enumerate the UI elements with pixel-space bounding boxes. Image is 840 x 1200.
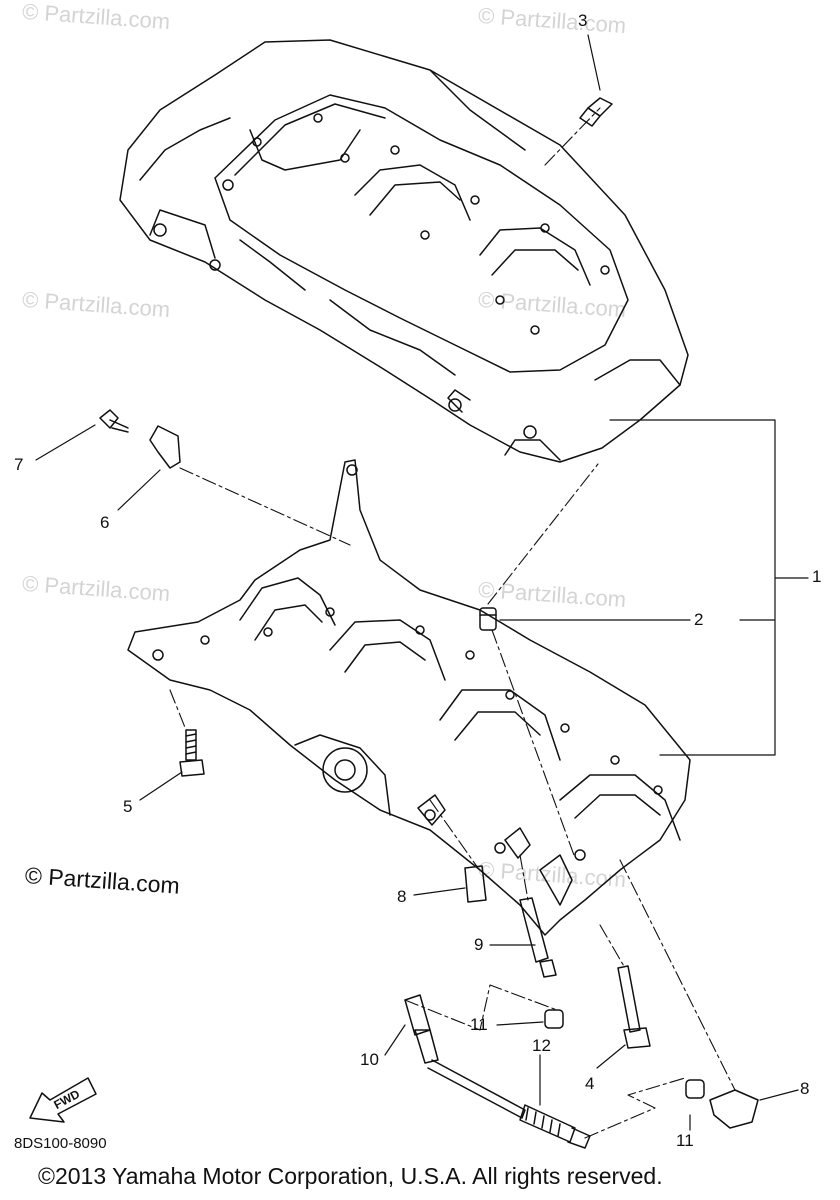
part-11-cap bbox=[544, 1009, 564, 1029]
part-8b-union bbox=[709, 1089, 759, 1129]
callout-3: 3 bbox=[578, 11, 588, 30]
diagram-code: 8DS100-8090 bbox=[14, 1135, 107, 1152]
callout-11: 11 bbox=[470, 1015, 488, 1034]
part-9-nipple bbox=[519, 897, 557, 978]
part-12-bolt bbox=[519, 1104, 591, 1149]
callout-4: 4 bbox=[585, 1074, 595, 1093]
callout-2: 2 bbox=[694, 610, 704, 629]
part-8-union bbox=[464, 865, 487, 903]
lower-crankcase bbox=[127, 459, 691, 936]
part-3-dowel-pin bbox=[579, 97, 613, 127]
fwd-label: FWD bbox=[51, 1087, 82, 1112]
copyright-notice: ©2013 Yamaha Motor Corporation, U.S.A. A… bbox=[38, 1163, 663, 1189]
callout-8b: 8 bbox=[800, 1079, 810, 1098]
callout-1: 1 bbox=[812, 567, 822, 586]
part-5-bolt bbox=[179, 729, 205, 777]
leader-lines bbox=[35, 34, 809, 1131]
callout-12: 12 bbox=[532, 1036, 551, 1055]
part-10-hose bbox=[404, 994, 526, 1119]
callout-8: 8 bbox=[397, 887, 407, 906]
callout-11b: 11 bbox=[676, 1131, 694, 1150]
callout-9: 9 bbox=[474, 935, 484, 954]
callout-7: 7 bbox=[14, 455, 24, 474]
callout-5: 5 bbox=[123, 797, 133, 816]
part-2-dowel-pin bbox=[479, 607, 497, 631]
part-4-bolt bbox=[617, 965, 651, 1049]
fwd-arrow-icon: FWD bbox=[29, 1077, 97, 1123]
part-11b-cap bbox=[685, 1079, 705, 1099]
callout-10: 10 bbox=[360, 1050, 379, 1069]
part-7-bolt bbox=[99, 409, 129, 433]
part-6-bracket bbox=[149, 425, 181, 469]
center-lines bbox=[169, 107, 736, 1139]
callout-6: 6 bbox=[100, 513, 110, 532]
upper-crankcase bbox=[119, 39, 689, 463]
